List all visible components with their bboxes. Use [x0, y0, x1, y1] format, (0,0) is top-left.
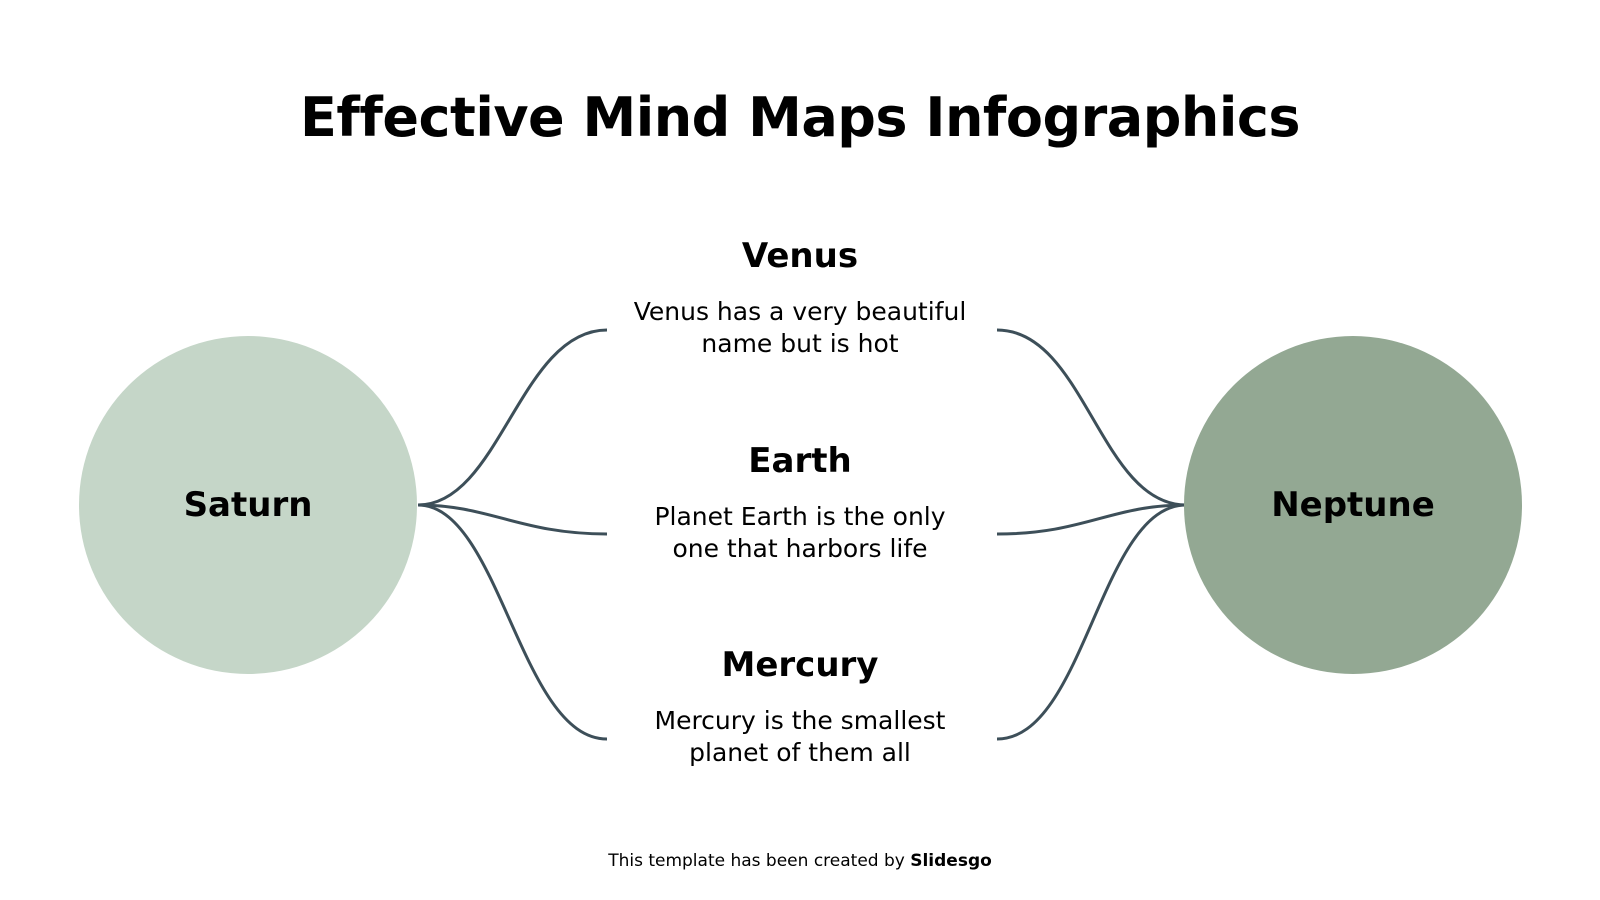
neptune-label: Neptune: [1271, 485, 1435, 525]
connector-mercury-neptune: [996, 503, 1187, 741]
node-description: Venus has a very beautiful name but is h…: [600, 296, 1000, 360]
node-heading: Earth: [748, 441, 852, 481]
connector-earth-neptune: [996, 503, 1187, 536]
node-description: Planet Earth is the only one that harbor…: [600, 501, 1000, 565]
node-desc-line: name but is hot: [701, 329, 899, 358]
node-description: Mercury is the smallest planet of them a…: [600, 705, 1000, 769]
node-venus: Venus Venus has a very beautiful name bu…: [600, 236, 1000, 360]
neptune-circle: Neptune: [1184, 336, 1522, 674]
page-title: Effective Mind Maps Infographics: [300, 86, 1300, 149]
node-desc-line: planet of them all: [689, 738, 911, 767]
connector-venus-neptune: [996, 328, 1187, 507]
saturn-label: Saturn: [183, 485, 313, 525]
footer-brand: Slidesgo: [910, 851, 992, 871]
node-heading: Mercury: [721, 645, 879, 685]
node-desc-line: Planet Earth is the only: [654, 502, 946, 531]
node-earth: Earth Planet Earth is the only one that …: [600, 441, 1000, 565]
node-desc-line: Mercury is the smallest: [654, 706, 946, 735]
footer-credit: This template has been created by Slides…: [0, 851, 1600, 871]
node-desc-line: Venus has a very beautiful: [633, 297, 967, 326]
node-desc-line: one that harbors life: [672, 534, 928, 563]
node-mercury: Mercury Mercury is the smallest planet o…: [600, 645, 1000, 769]
connector-saturn-venus: [417, 328, 608, 507]
saturn-circle: Saturn: [79, 336, 417, 674]
footer-text: This template has been created by: [608, 851, 911, 871]
node-heading: Venus: [741, 236, 859, 276]
connector-saturn-earth: [417, 503, 608, 536]
connector-saturn-mercury: [417, 503, 608, 741]
